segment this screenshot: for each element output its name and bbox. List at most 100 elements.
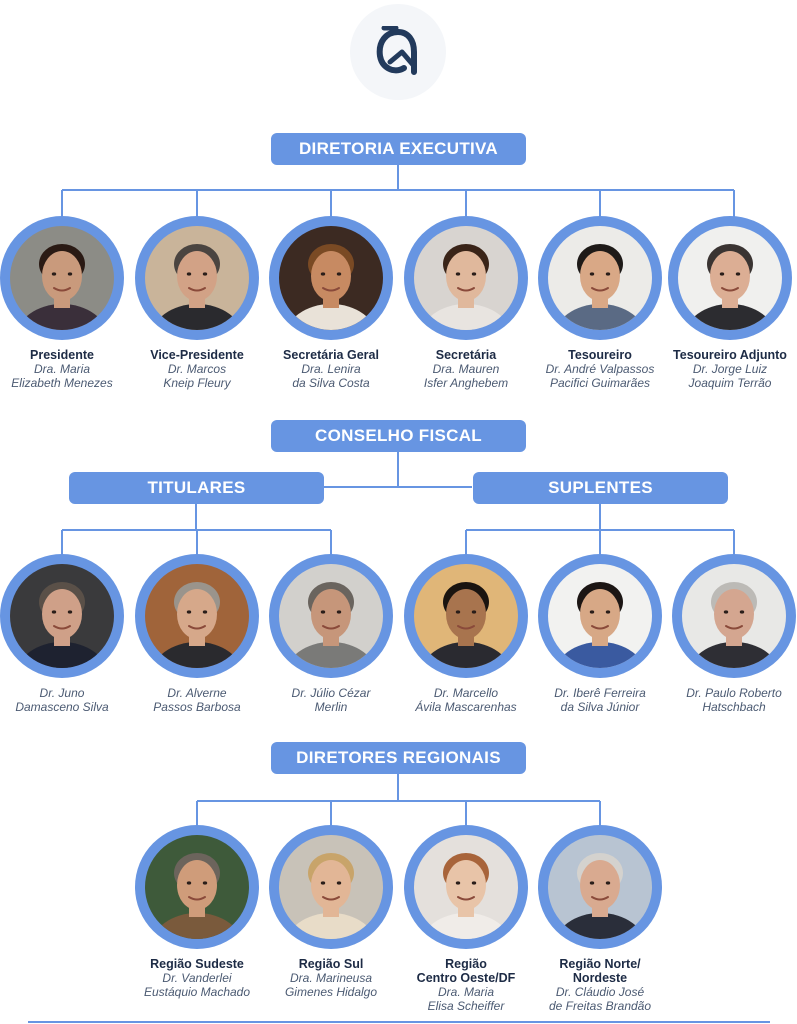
logo bbox=[350, 4, 446, 100]
member-name-line1: Dr. Vanderlei bbox=[162, 971, 232, 985]
member-photo-frame bbox=[135, 825, 259, 949]
member-card: Presidente Dra. Maria Elizabeth Menezes bbox=[0, 216, 129, 390]
member-role: Secretária Geral bbox=[283, 348, 379, 362]
member-name-line2: da Silva Júnior bbox=[560, 700, 640, 714]
member-name-line1: Dra. Maria bbox=[33, 362, 90, 376]
member-role: Tesoureiro bbox=[568, 348, 632, 362]
member-name-line1: Dr. Júlio Cézar bbox=[291, 686, 371, 700]
member-name-line1: Dr. Paulo Roberto bbox=[686, 686, 782, 700]
member-card: Região Centro Oeste/DF Dra. Maria Elisa … bbox=[399, 825, 533, 1013]
member-name-line1: Dr. Jorge Luiz bbox=[692, 362, 768, 376]
member-card: Secretária Geral Dra. Lenira da Silva Co… bbox=[264, 216, 398, 390]
section-suplentes: SUPLENTES bbox=[473, 472, 728, 504]
section-titulares: TITULARES bbox=[69, 472, 324, 504]
portrait-icon bbox=[17, 582, 107, 668]
member-photo bbox=[548, 226, 652, 330]
member-card: Dr. Juno Damasceno Silva bbox=[0, 554, 129, 714]
member-photo bbox=[10, 226, 114, 330]
member-name-line2: Damasceno Silva bbox=[15, 700, 109, 714]
member-photo-frame bbox=[404, 216, 528, 340]
member-photo bbox=[279, 564, 383, 668]
member-role: Vice-Presidente bbox=[150, 348, 244, 362]
portrait-icon bbox=[555, 582, 645, 668]
member-photo bbox=[279, 226, 383, 330]
member-photo-frame bbox=[269, 216, 393, 340]
member-photo bbox=[682, 564, 786, 668]
portrait-icon bbox=[421, 582, 511, 668]
member-photo-frame bbox=[404, 554, 528, 678]
member-photo-frame bbox=[269, 554, 393, 678]
section-fiscal: CONSELHO FISCAL bbox=[271, 420, 526, 452]
member-name-line1: Dr. Cláudio José bbox=[555, 985, 645, 999]
member-role: Presidente bbox=[30, 348, 94, 362]
member-role: Região Sudeste bbox=[150, 957, 244, 971]
portrait-icon bbox=[421, 244, 511, 330]
member-card: Tesoureiro Adjunto Dr. Jorge Luiz Joaqui… bbox=[663, 216, 797, 390]
member-photo-frame bbox=[404, 825, 528, 949]
portrait-icon bbox=[286, 582, 376, 668]
member-photo-frame bbox=[269, 825, 393, 949]
member-name-line2: Gimenes Hidalgo bbox=[284, 985, 378, 999]
portrait-icon bbox=[152, 582, 242, 668]
member-name-line2: Eustáquio Machado bbox=[143, 985, 251, 999]
member-name-line1: Dr. Marcello bbox=[433, 686, 499, 700]
member-role-line1: Região bbox=[445, 957, 487, 971]
member-name-line1: Dra. Maria bbox=[437, 985, 494, 999]
member-photo bbox=[548, 564, 652, 668]
member-photo bbox=[145, 226, 249, 330]
member-name-line2: Merlin bbox=[314, 700, 348, 714]
member-card: Região Norte/ Nordeste Dr. Cláudio José … bbox=[533, 825, 667, 1013]
member-name-line1: Dra. Marineusa bbox=[289, 971, 373, 985]
member-role-line1: Região Norte/ bbox=[559, 957, 641, 971]
footer-divider bbox=[28, 1021, 770, 1023]
member-photo bbox=[414, 564, 518, 668]
member-name-line2: Elisa Scheiffer bbox=[427, 999, 505, 1013]
portrait-icon bbox=[421, 853, 511, 939]
member-name-line2: Passos Barbosa bbox=[153, 700, 241, 714]
member-name-line2: de Freitas Brandão bbox=[548, 999, 652, 1013]
member-name-line2: Hatschbach bbox=[702, 700, 766, 714]
portrait-icon bbox=[152, 853, 242, 939]
member-photo bbox=[279, 835, 383, 939]
member-photo-frame bbox=[0, 216, 124, 340]
member-name-line2: Joaquim Terrão bbox=[688, 376, 772, 390]
member-card: Região Sudeste Dr. Vanderlei Eustáquio M… bbox=[130, 825, 264, 999]
portrait-icon bbox=[555, 244, 645, 330]
member-name-line1: Dr. Juno bbox=[39, 686, 85, 700]
member-photo-frame bbox=[668, 216, 792, 340]
portrait-icon bbox=[689, 582, 779, 668]
member-photo-frame bbox=[135, 554, 259, 678]
member-card: Dr. Iberê Ferreira da Silva Júnior bbox=[533, 554, 667, 714]
member-photo-frame bbox=[0, 554, 124, 678]
member-name-line2: Elizabeth Menezes bbox=[11, 376, 113, 390]
member-photo-frame bbox=[672, 554, 796, 678]
member-photo-frame bbox=[135, 216, 259, 340]
member-photo bbox=[145, 835, 249, 939]
member-photo-frame bbox=[538, 825, 662, 949]
member-card: Dr. Paulo Roberto Hatschbach bbox=[667, 554, 797, 714]
member-card: Dr. Júlio Cézar Merlin bbox=[264, 554, 398, 714]
portrait-icon bbox=[555, 853, 645, 939]
member-photo bbox=[414, 835, 518, 939]
logo-mark-icon bbox=[376, 26, 417, 75]
member-role-line2: Nordeste bbox=[572, 971, 628, 985]
member-name-line2: da Silva Costa bbox=[292, 376, 370, 390]
member-card: Região Sul Dra. Marineusa Gimenes Hidalg… bbox=[264, 825, 398, 999]
member-role: Região Sul bbox=[298, 957, 364, 971]
member-name-line2: Isfer Anghebem bbox=[423, 376, 509, 390]
member-name-line1: Dr. Iberê Ferreira bbox=[554, 686, 646, 700]
member-card: Secretária Dra. Mauren Isfer Anghebem bbox=[399, 216, 533, 390]
member-photo bbox=[145, 564, 249, 668]
portrait-icon bbox=[152, 244, 242, 330]
member-role: Secretária bbox=[435, 348, 497, 362]
member-role: Tesoureiro Adjunto bbox=[673, 348, 787, 362]
member-photo bbox=[10, 564, 114, 668]
member-card: Tesoureiro Dr. André Valpassos Pacifici … bbox=[533, 216, 667, 390]
section-regional: DIRETORES REGIONAIS bbox=[271, 742, 526, 774]
member-card: Dr. Alverne Passos Barbosa bbox=[130, 554, 264, 714]
member-name-line2: Kneip Fleury bbox=[163, 376, 231, 390]
member-role-line2: Centro Oeste/DF bbox=[416, 971, 516, 985]
portrait-icon bbox=[286, 853, 376, 939]
member-name-line1: Dra. Lenira bbox=[301, 362, 361, 376]
